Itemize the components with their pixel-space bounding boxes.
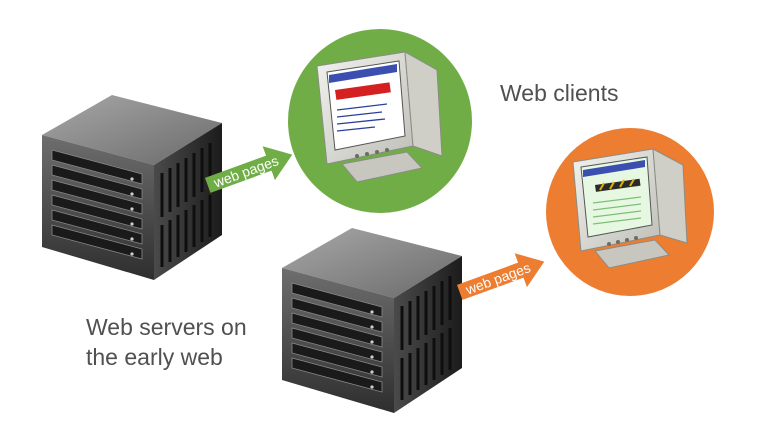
web-servers-label-line1: Web servers on	[86, 314, 247, 340]
web-client-orange	[546, 128, 714, 296]
arrow-label: web pages	[211, 152, 281, 191]
web-pages-arrow-bottom: web pages	[456, 253, 545, 300]
monitor-icon	[316, 51, 443, 183]
web-servers-label: Web servers on the early web	[86, 312, 286, 372]
monitor-icon	[572, 148, 688, 269]
web-clients-label: Web clients	[500, 80, 619, 106]
web-servers-label-line2: the early web	[86, 344, 223, 370]
web-client-green	[288, 29, 472, 213]
web-pages-arrow-top: web pages	[204, 146, 293, 193]
arrow-label: web pages	[463, 259, 533, 298]
server-rack-icon	[40, 93, 224, 282]
server-rack-icon	[280, 226, 464, 415]
